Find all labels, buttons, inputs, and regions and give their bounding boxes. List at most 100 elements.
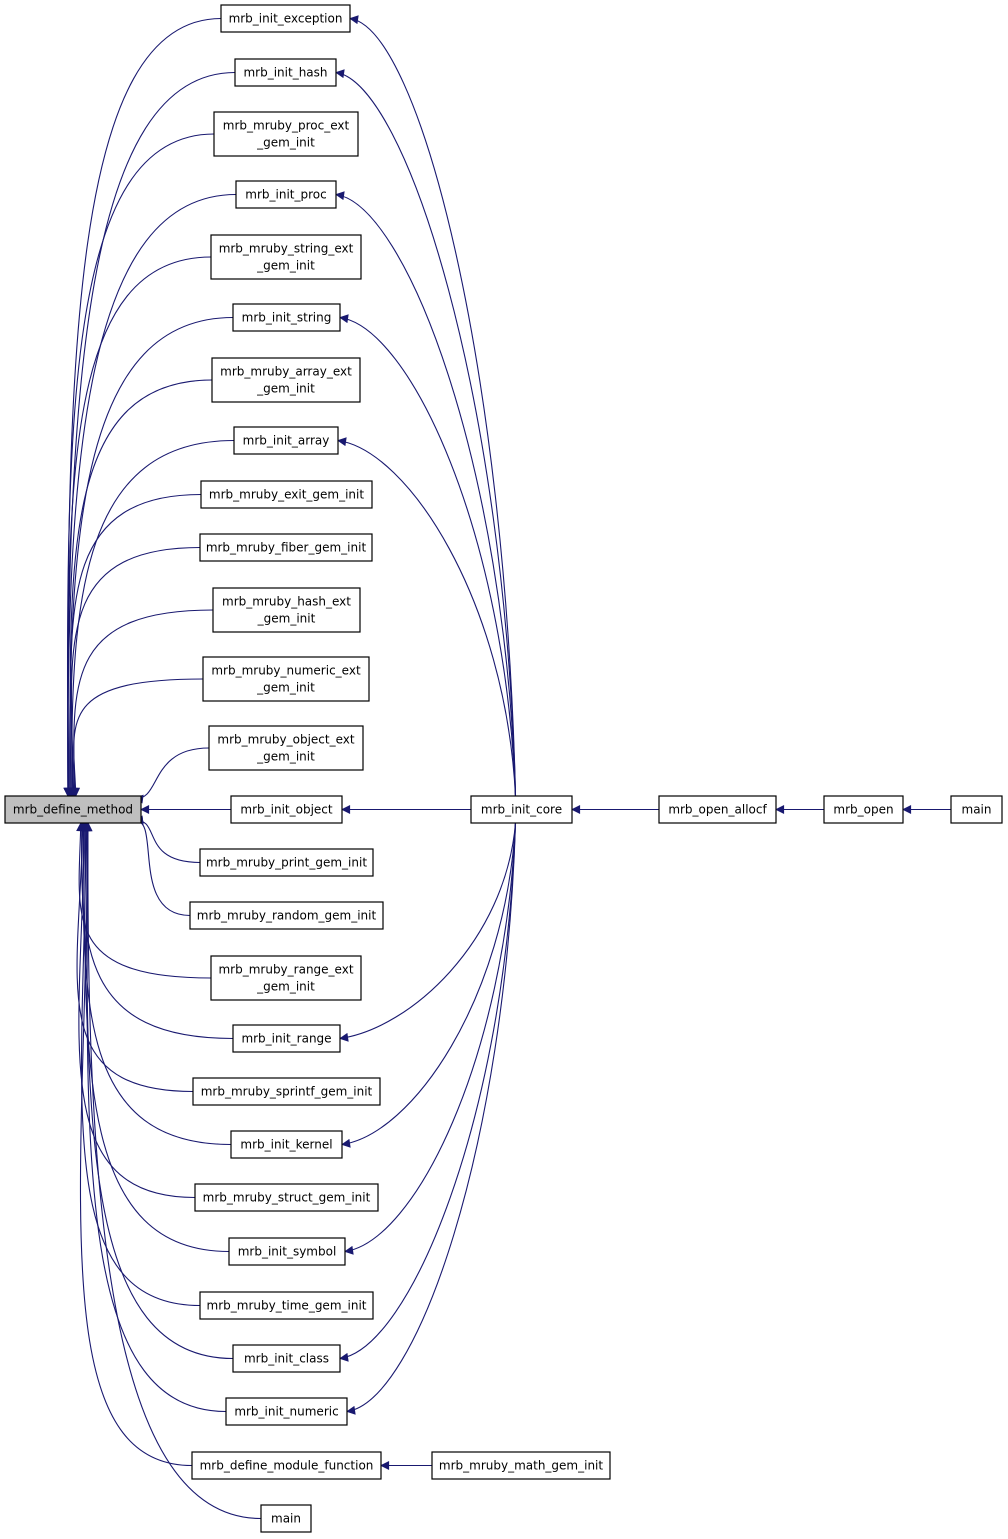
- node-label: mrb_init_core: [481, 803, 562, 817]
- node-main2[interactable]: main: [950, 795, 1003, 824]
- node-label: mrb_open_allocf: [668, 803, 767, 817]
- edge-n5-to-root: [64, 256, 212, 797]
- edge-n8-to-root: [67, 439, 235, 797]
- node-box: [235, 180, 337, 209]
- node-n17[interactable]: mrb_mruby_range_ext _gem_init: [210, 955, 362, 1001]
- node-n16[interactable]: mrb_mruby_random_gem_init: [189, 901, 384, 930]
- node-n5[interactable]: mrb_mruby_string_ext _gem_init: [210, 234, 362, 280]
- node-box: [260, 1504, 312, 1533]
- node-label: mrb_mruby_time_gem_init: [207, 1299, 367, 1313]
- node-box: [230, 795, 343, 824]
- node-n12[interactable]: mrb_mruby_numeric_ext _gem_init: [202, 656, 370, 702]
- node-box: [200, 480, 373, 509]
- node-label: main: [962, 803, 992, 817]
- node-allocf[interactable]: mrb_open_allocf: [658, 795, 777, 824]
- node-box: [208, 725, 364, 771]
- node-label: _gem_init: [256, 681, 315, 695]
- node-label: mrb_mruby_fiber_gem_init: [206, 541, 367, 555]
- node-n26[interactable]: mrb_define_module_function: [191, 1451, 382, 1480]
- node-n21[interactable]: mrb_mruby_struct_gem_init: [194, 1183, 379, 1212]
- node-box: [211, 357, 361, 403]
- node-label: _gem_init: [257, 612, 316, 626]
- node-box: [658, 795, 777, 824]
- edge-n23-to-root: [81, 822, 201, 1307]
- node-box: [234, 58, 337, 87]
- node-box: [220, 4, 351, 33]
- node-box: [213, 111, 359, 157]
- node-n14[interactable]: mrb_init_object: [230, 795, 343, 824]
- node-n2[interactable]: mrb_init_hash: [234, 58, 337, 87]
- node-n18[interactable]: mrb_init_range: [232, 1024, 341, 1053]
- node-open[interactable]: mrb_open: [823, 795, 904, 824]
- node-label: _gem_init: [256, 750, 315, 764]
- node-n24[interactable]: mrb_init_class: [232, 1344, 341, 1373]
- node-math[interactable]: mrb_mruby_math_gem_init: [431, 1451, 611, 1480]
- node-label: _gem_init: [256, 259, 315, 273]
- node-box: [230, 1130, 343, 1159]
- node-n3[interactable]: mrb_mruby_proc_ext_gem_init: [213, 111, 359, 157]
- node-label: _gem_init: [256, 382, 315, 396]
- node-n9[interactable]: mrb_mruby_exit_gem_init: [200, 480, 373, 509]
- node-label: mrb_mruby_math_gem_init: [439, 1459, 604, 1473]
- edge-n17-to-root: [76, 822, 212, 979]
- edge-core-to-n2: [335, 69, 517, 797]
- node-label: _gem_init: [256, 136, 315, 150]
- node-n8[interactable]: mrb_init_array: [233, 426, 339, 455]
- node-box: [228, 1237, 346, 1266]
- node-box: [189, 901, 384, 930]
- node-label: mrb_init_string: [242, 311, 332, 325]
- node-label: mrb_init_hash: [243, 66, 327, 80]
- node-n13[interactable]: mrb_mruby_object_ext_gem_init: [208, 725, 364, 771]
- node-label: mrb_define_module_function: [200, 1459, 374, 1473]
- edge-core-to-n20: [341, 822, 517, 1148]
- edge-core-to-n22: [344, 822, 517, 1255]
- node-n15[interactable]: mrb_mruby_print_gem_init: [199, 848, 374, 877]
- edge-core-to-n18: [339, 822, 517, 1042]
- edge-n16-to-root: [134, 815, 191, 917]
- node-label: mrb_mruby_string_ext: [219, 242, 354, 256]
- edge-n7-to-root: [66, 379, 213, 797]
- node-label: mrb_mruby_range_ext: [218, 963, 353, 977]
- node-n1[interactable]: mrb_init_exception: [220, 4, 351, 33]
- edge-n19-to-root: [76, 822, 194, 1093]
- node-label: mrb_init_proc: [245, 188, 326, 202]
- node-label: main: [271, 1512, 301, 1526]
- node-label: _gem_init: [256, 980, 315, 994]
- node-n27[interactable]: main: [260, 1504, 312, 1533]
- edge-core-to-n8: [337, 437, 517, 797]
- node-label: mrb_init_exception: [229, 12, 343, 26]
- edge-core-to-n4: [335, 191, 517, 797]
- node-label: mrb_mruby_sprintf_gem_init: [201, 1085, 373, 1099]
- node-core[interactable]: mrb_init_core: [470, 795, 573, 824]
- node-box: [202, 656, 370, 702]
- edge-n15-to-root: [134, 815, 201, 864]
- node-box: [232, 1344, 341, 1373]
- node-label: mrb_open: [833, 803, 893, 817]
- node-box: [225, 1397, 348, 1426]
- node-box: [191, 1451, 382, 1480]
- node-label: mrb_mruby_numeric_ext: [211, 664, 361, 678]
- node-n23[interactable]: mrb_mruby_time_gem_init: [199, 1291, 374, 1320]
- node-n7[interactable]: mrb_mruby_array_ext_gem_init: [211, 357, 361, 403]
- node-box: [232, 303, 341, 332]
- node-root[interactable]: mrb_define_method: [4, 795, 142, 824]
- node-n11[interactable]: mrb_mruby_hash_ext_gem_init: [212, 587, 361, 633]
- node-box: [194, 1183, 379, 1212]
- node-label: mrb_init_symbol: [238, 1245, 337, 1259]
- node-n4[interactable]: mrb_init_proc: [235, 180, 337, 209]
- edge-n12-to-root: [71, 678, 204, 797]
- node-box: [431, 1451, 611, 1480]
- node-n22[interactable]: mrb_init_symbol: [228, 1237, 346, 1266]
- node-label: mrb_init_kernel: [240, 1138, 332, 1152]
- node-n25[interactable]: mrb_init_numeric: [225, 1397, 348, 1426]
- edge-core-to-n24: [339, 822, 517, 1362]
- node-label: mrb_init_object: [240, 803, 332, 817]
- node-n19[interactable]: mrb_mruby_sprintf_gem_init: [192, 1077, 381, 1106]
- node-label: mrb_init_numeric: [234, 1405, 338, 1419]
- node-label: mrb_init_class: [244, 1352, 329, 1366]
- node-n20[interactable]: mrb_init_kernel: [230, 1130, 343, 1159]
- node-n10[interactable]: mrb_mruby_fiber_gem_init: [199, 533, 373, 562]
- node-n6[interactable]: mrb_init_string: [232, 303, 341, 332]
- node-box: [210, 955, 362, 1001]
